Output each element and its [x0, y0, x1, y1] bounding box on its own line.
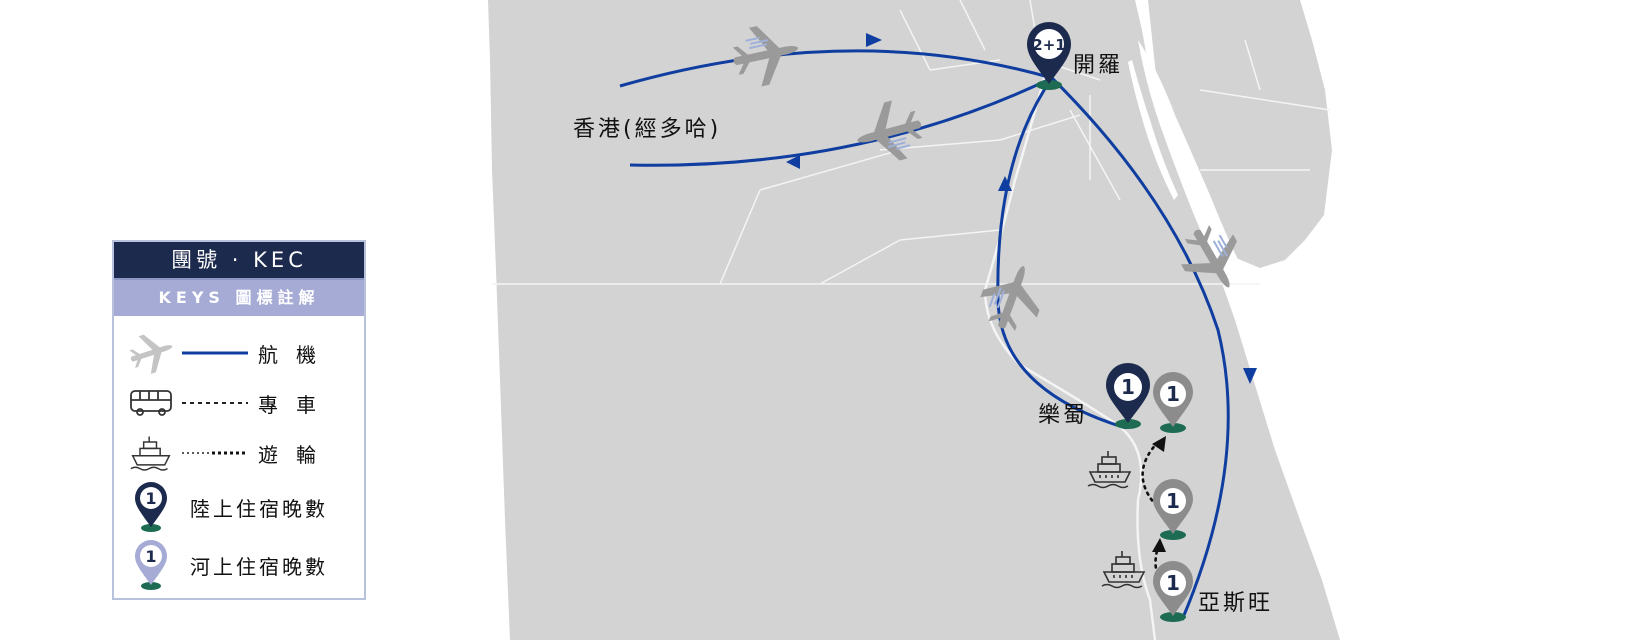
map-pin-icon: 1 — [126, 540, 176, 590]
legend-panel: 團號 · KEC KEYS 圖標註解 航機 — [112, 240, 366, 600]
city-label-cairo: 開羅 — [1073, 53, 1123, 78]
red-sea — [1138, 40, 1244, 285]
legend-land-label: 陸上住宿晚數 — [190, 496, 328, 521]
pin-aswan-river-number: 1 — [1166, 571, 1180, 595]
bus-icon — [126, 380, 176, 426]
legend-subtitle: KEYS 圖標註解 — [114, 280, 364, 316]
pin-luxor-land: 1 — [1106, 363, 1150, 429]
plane-icon — [126, 330, 176, 376]
pin-aswan-river: 1 — [1153, 561, 1193, 622]
land-africa — [488, 0, 1340, 640]
arrow-cairo-hongkong — [786, 155, 800, 169]
route-cairo-hongkong — [629, 76, 1053, 167]
coach-line-sample — [182, 402, 248, 404]
city-label-aswan: 亞斯旺 — [1198, 591, 1273, 616]
arrow-cairo-aswan — [1243, 368, 1257, 384]
legend-cruise-label: 遊輪 — [258, 442, 334, 467]
legend-row-land-pin: 1 陸上住宿晚數 — [126, 482, 356, 532]
gulf-of-suez — [1128, 60, 1178, 200]
arrow-hongkong-cairo — [866, 33, 882, 47]
cruise-arrows — [1152, 436, 1166, 552]
pin-cairo-number: 2+1 — [1032, 36, 1065, 54]
city-label-luxor: 樂蜀 — [1038, 403, 1088, 428]
legend-row-river-pin: 1 河上住宿晚數 — [126, 540, 356, 590]
legend-flight-label: 航機 — [258, 342, 334, 367]
cruise-line-sample — [182, 451, 248, 455]
route-cairo-aswan — [1050, 76, 1230, 621]
pin-mid-river: 1 — [1153, 479, 1193, 540]
legend-row-coach: 專車 — [126, 378, 356, 428]
legend-row-flight: 航機 — [126, 328, 356, 378]
legend-row-cruise: 遊輪 — [126, 428, 356, 478]
pin-luxor-river: 1 — [1153, 372, 1193, 433]
legend-land-pin-number: 1 — [145, 489, 156, 508]
land-sinai-arabia — [1148, 0, 1332, 268]
ship-icon — [126, 430, 176, 476]
route-hongkong-cairo — [619, 49, 1053, 88]
flight-routes — [619, 49, 1230, 621]
legend-river-pin-number: 1 — [145, 547, 156, 566]
city-label-hongkong: 香港(經多哈) — [573, 117, 721, 142]
pin-cairo: 2+1 — [1027, 22, 1071, 90]
route-luxor-cairo — [996, 77, 1127, 430]
pin-mid-river-number: 1 — [1166, 489, 1180, 513]
legend-coach-label: 專車 — [258, 392, 334, 417]
legend-river-label: 河上住宿晚數 — [190, 554, 328, 579]
pin-luxor-land-number: 1 — [1121, 375, 1135, 399]
route-arrows — [786, 33, 1257, 384]
legend-title: 團號 · KEC — [114, 242, 364, 280]
pin-luxor-river-number: 1 — [1166, 382, 1180, 406]
arrow-luxor-cairo — [998, 176, 1012, 191]
map-pin-icon: 1 — [126, 482, 176, 532]
flight-line-sample — [182, 351, 248, 355]
